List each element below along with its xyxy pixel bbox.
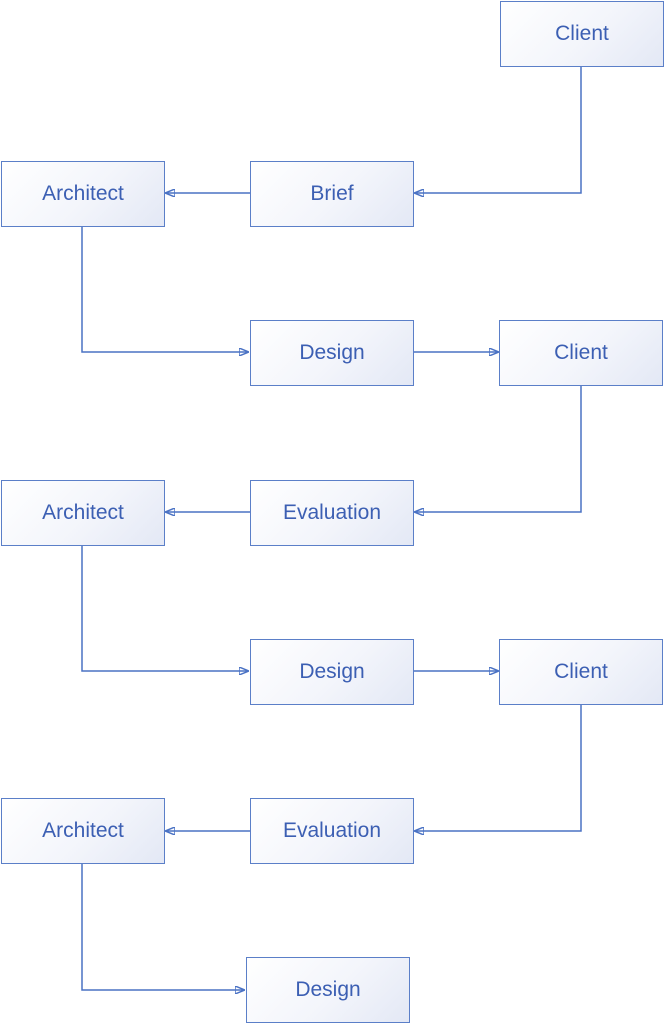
node-brief: Brief	[250, 161, 414, 227]
node-design: Design	[250, 639, 414, 705]
node-architect: Architect	[1, 480, 165, 546]
connector-client-to-evaluation	[415, 704, 582, 831]
node-client: Client	[500, 1, 664, 67]
node-architect: Architect	[1, 798, 165, 864]
node-evaluation: Evaluation	[250, 798, 414, 864]
connector-architect-to-design	[81, 545, 248, 671]
connector-client-to-brief	[415, 66, 582, 193]
node-design: Design	[250, 320, 414, 386]
connector-architect-to-design	[81, 226, 248, 352]
node-design: Design	[246, 957, 410, 1023]
connector-architect-to-design	[81, 864, 244, 990]
connector-client-to-evaluation	[415, 385, 582, 512]
node-evaluation: Evaluation	[250, 480, 414, 546]
node-architect: Architect	[1, 161, 165, 227]
node-client: Client	[499, 320, 663, 386]
node-client: Client	[499, 639, 663, 705]
